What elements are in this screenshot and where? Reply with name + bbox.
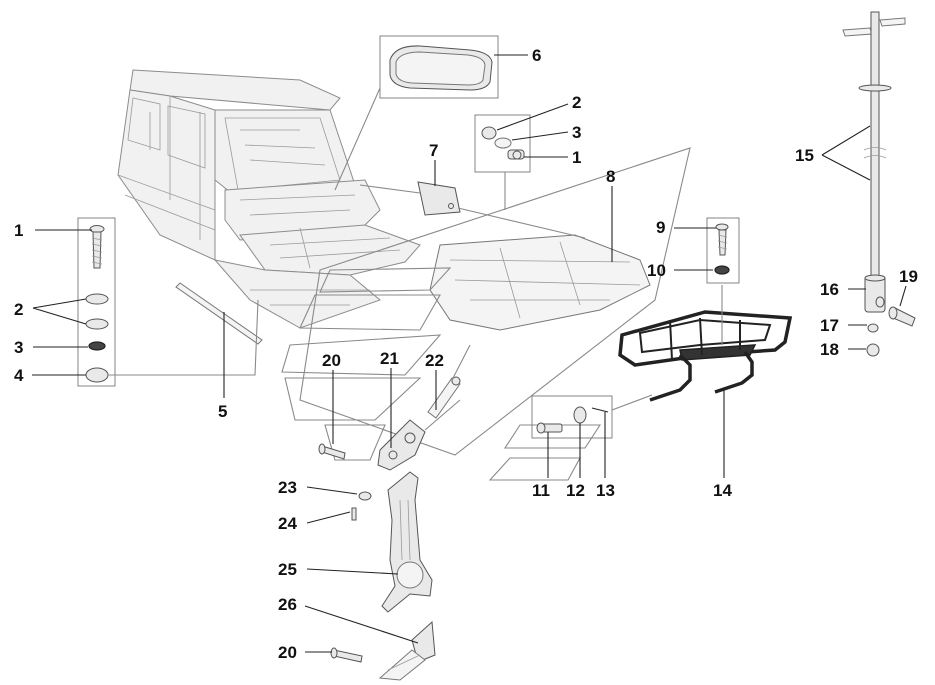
sill-strip	[175, 282, 263, 345]
callout-20-top: 20	[322, 351, 341, 370]
callout-16: 16	[820, 280, 839, 299]
callout-23: 23	[278, 478, 297, 497]
weather-seal	[389, 45, 493, 91]
callout-3-left: 3	[14, 338, 23, 357]
callout-7: 7	[429, 141, 438, 160]
callout-5: 5	[218, 402, 227, 421]
callout-20-bottom: 20	[278, 643, 297, 662]
callout-15: 15	[795, 146, 814, 165]
callout-labels: 1 2 3 4 5 6 2 3 1 7 8 9 10 11 12 13 14 1…	[14, 46, 918, 662]
floor-covering-outline	[281, 147, 691, 481]
callout-2-left: 2	[14, 300, 23, 319]
callout-8: 8	[606, 167, 615, 186]
callout-22: 22	[425, 351, 444, 370]
screw-stack-left	[85, 225, 109, 383]
detail-frames	[77, 35, 740, 439]
bracket-plate	[417, 181, 461, 216]
screw-set-upper	[481, 126, 525, 160]
callout-18: 18	[820, 340, 839, 359]
floor-mat	[429, 234, 651, 331]
callout-17: 17	[820, 316, 839, 335]
callout-26: 26	[278, 595, 297, 614]
callout-24: 24	[278, 514, 297, 533]
callout-13: 13	[596, 481, 615, 500]
callout-6: 6	[532, 46, 541, 65]
callout-2-right: 2	[572, 93, 581, 112]
callout-21: 21	[380, 349, 399, 368]
callout-4-left: 4	[14, 366, 24, 385]
callout-1-left: 1	[14, 221, 23, 240]
callout-11: 11	[532, 481, 550, 500]
callout-14: 14	[713, 481, 732, 500]
callout-1-right: 1	[572, 148, 581, 167]
lever-assembly	[318, 376, 461, 681]
callout-12: 12	[566, 481, 585, 500]
van-body	[117, 69, 421, 329]
callout-10: 10	[647, 261, 666, 280]
callout-3-right: 3	[572, 123, 581, 142]
antenna-rod	[842, 11, 916, 357]
guard-frame	[618, 310, 793, 402]
screw-stack-right	[714, 223, 730, 275]
callout-9: 9	[656, 218, 665, 237]
callout-25: 25	[278, 560, 297, 579]
callout-19: 19	[899, 267, 918, 286]
bolt-set	[536, 406, 609, 434]
leader-lines	[32, 54, 907, 653]
